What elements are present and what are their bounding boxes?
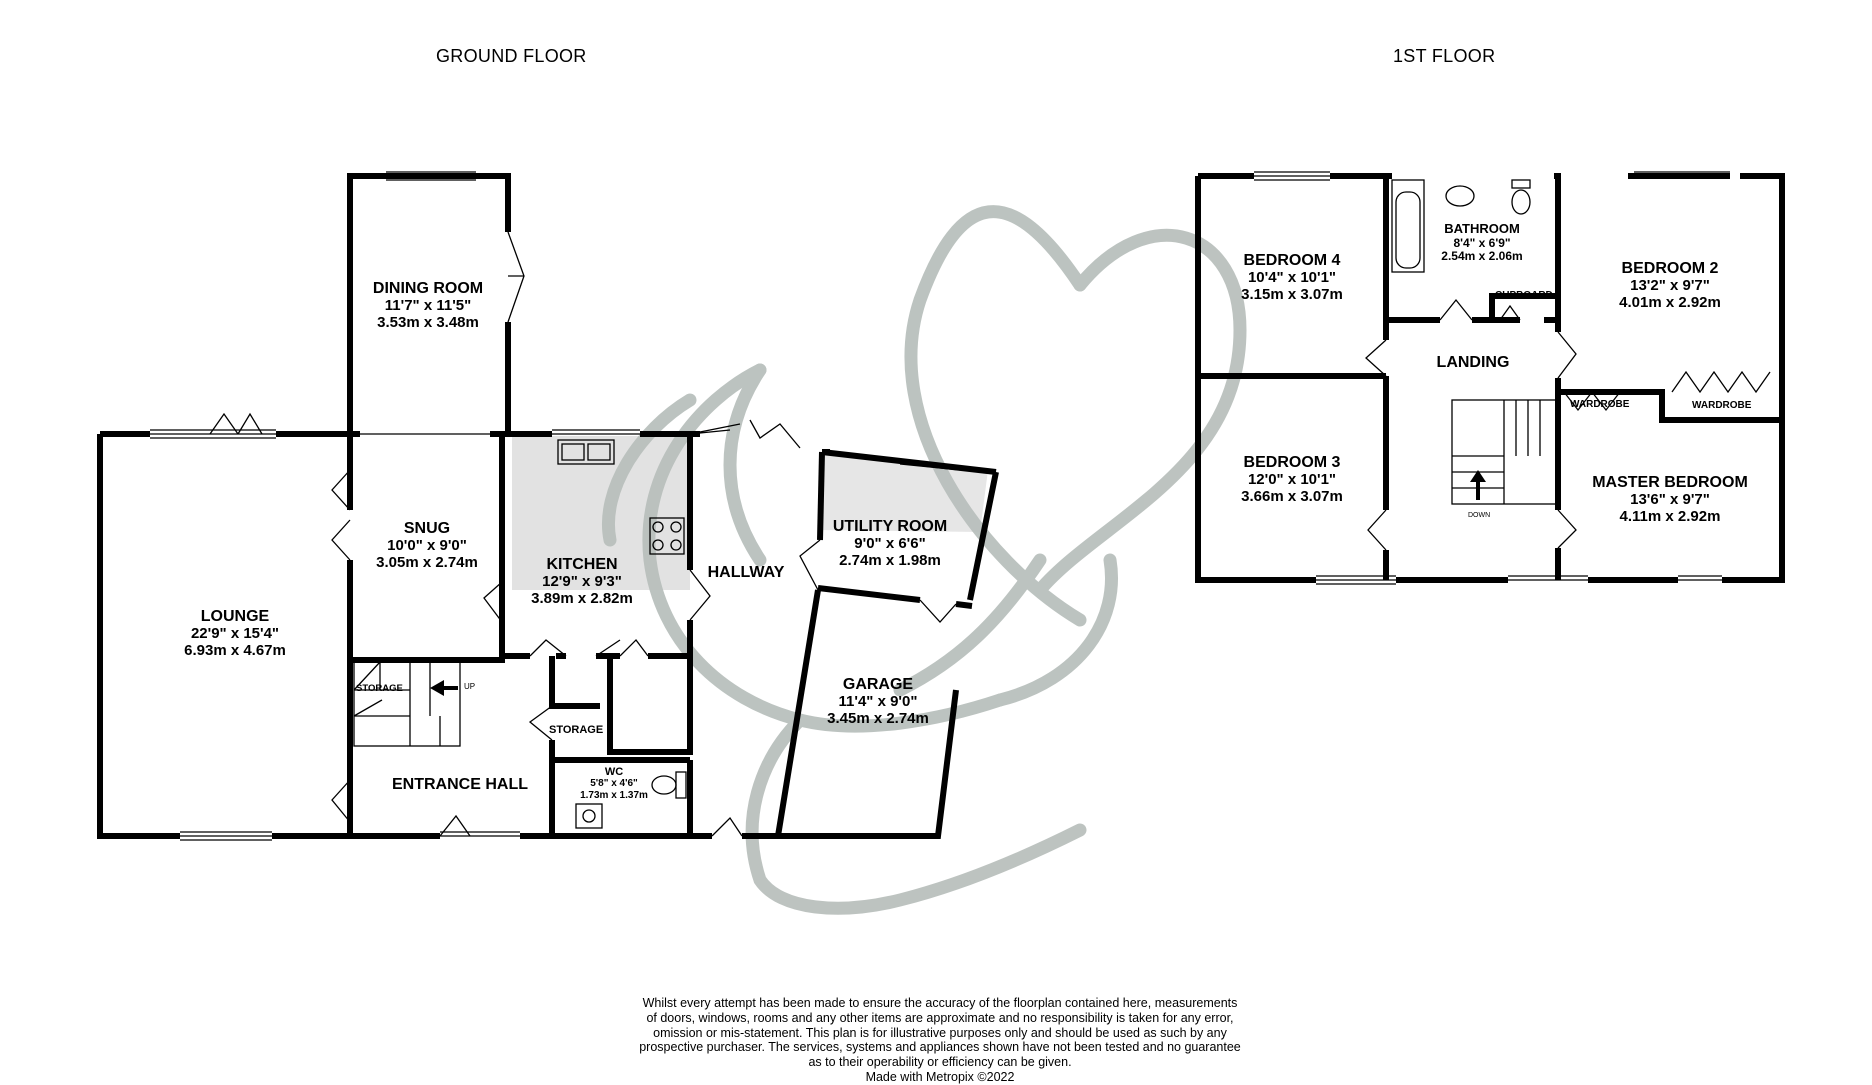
room-name: UTILITY ROOM <box>832 518 948 535</box>
disclaimer-line: as to their operability or efficiency ca… <box>808 1055 1072 1069</box>
room-entrance-hall: ENTRANCE HALL <box>380 776 540 794</box>
room-dim-imperial: 5'8" x 4'6" <box>590 778 638 790</box>
ground-floor-details <box>150 171 961 841</box>
room-garage: GARAGE 11'4" x 9'0" 3.45m x 2.74m <box>808 676 948 728</box>
room-dim-metric: 3.53m x 3.48m <box>377 313 479 331</box>
room-utility-room: UTILITY ROOM 9'0" x 6'6" 2.74m x 1.98m <box>810 518 970 570</box>
room-dining-room: DINING ROOM 11'7" x 11'5" 3.53m x 3.48m <box>358 280 498 332</box>
room-name: LOUNGE <box>200 608 270 625</box>
first-floor-details <box>1254 171 1771 585</box>
room-dim-imperial: 13'6" x 9'7" <box>1630 490 1710 508</box>
label-storage-hall: STORAGE <box>549 724 604 736</box>
room-dim-imperial: 12'0" x 10'1" <box>1247 470 1337 488</box>
disclaimer: Whilst every attempt has been made to en… <box>620 996 1260 1085</box>
room-dim-metric: 3.45m x 2.74m <box>827 709 929 727</box>
room-hallway: HALLWAY <box>700 564 792 582</box>
first-floor-title: 1ST FLOOR <box>1393 46 1496 66</box>
room-dim-imperial: 11'4" x 9'0" <box>838 692 918 710</box>
room-dim-metric: 3.66m x 3.07m <box>1241 487 1343 505</box>
room-landing: LANDING <box>1408 354 1538 372</box>
room-dim-imperial: 10'0" x 9'0" <box>387 536 467 554</box>
watermark-logo <box>602 205 1247 915</box>
room-dim-metric: 1.73m x 1.37m <box>580 789 648 801</box>
disclaimer-line: omission or mis-statement. This plan is … <box>653 1025 1227 1040</box>
room-name: SNUG <box>403 520 451 537</box>
room-dim-metric: 2.74m x 1.98m <box>839 551 941 569</box>
credit-line: Made with Metropix ©2022 <box>865 1069 1015 1084</box>
first-floor-walls <box>1195 173 1785 583</box>
disclaimer-line: of doors, windows, rooms and any other i… <box>646 1010 1234 1025</box>
label-stairs-down: DOWN <box>1468 512 1491 519</box>
room-bathroom: BATHROOM 8'4" x 6'9" 2.54m x 2.06m <box>1424 221 1540 263</box>
room-name: HALLWAY <box>707 564 785 581</box>
room-dim-imperial: 8'4" x 6'9" <box>1453 235 1511 250</box>
disclaimer-line: prospective purchaser. The services, sys… <box>639 1040 1241 1055</box>
room-name: BEDROOM 2 <box>1621 260 1719 277</box>
room-dim-metric: 3.15m x 3.07m <box>1241 285 1343 303</box>
room-dim-metric: 6.93m x 4.67m <box>184 641 286 659</box>
label-wardrobe-right: WARDROBE <box>1692 400 1752 411</box>
room-snug: SNUG 10'0" x 9'0" 3.05m x 2.74m <box>360 520 494 572</box>
room-name: BEDROOM 3 <box>1243 454 1341 471</box>
room-dim-imperial: 10'4" x 10'1" <box>1247 268 1337 286</box>
label-stairs-up: UP <box>464 682 476 691</box>
ground-stair-arrow <box>430 680 458 696</box>
room-name: DINING ROOM <box>372 280 484 297</box>
room-name: LANDING <box>1436 354 1510 371</box>
room-name: GARAGE <box>842 676 914 693</box>
room-name: BEDROOM 4 <box>1243 252 1341 269</box>
room-dim-imperial: 12'9" x 9'3" <box>542 572 622 590</box>
room-dim-metric: 3.05m x 2.74m <box>376 553 478 571</box>
room-master-bedroom: MASTER BEDROOM 13'6" x 9'7" 4.11m x 2.92… <box>1570 474 1770 526</box>
room-dim-imperial: 22'9" x 15'4" <box>190 624 280 642</box>
room-name: ENTRANCE HALL <box>392 776 528 793</box>
room-name: MASTER BEDROOM <box>1592 474 1748 491</box>
room-dim-imperial: 9'0" x 6'6" <box>854 534 926 552</box>
room-name: WC <box>604 766 624 778</box>
room-bedroom-3: BEDROOM 3 12'0" x 10'1" 3.66m x 3.07m <box>1200 454 1384 506</box>
ground-floor-title: GROUND FLOOR <box>436 46 587 66</box>
room-name: KITCHEN <box>546 556 618 573</box>
disclaimer-line: Whilst every attempt has been made to en… <box>642 996 1238 1010</box>
room-kitchen: KITCHEN 12'9" x 9'3" 3.89m x 2.82m <box>510 556 654 608</box>
room-dim-metric: 4.01m x 2.92m <box>1619 293 1721 311</box>
label-storage-under-stairs: STORAGE <box>356 683 403 694</box>
room-dim-metric: 2.54m x 2.06m <box>1441 248 1523 263</box>
room-dim-imperial: 11'7" x 11'5" <box>384 296 472 314</box>
room-lounge: LOUNGE 22'9" x 15'4" 6.93m x 4.67m <box>150 608 320 660</box>
label-wardrobe-left: WARDROBE <box>1570 399 1630 410</box>
room-wc: WC 5'8" x 4'6" 1.73m x 1.37m <box>562 766 666 801</box>
ground-floor-walls <box>97 173 999 839</box>
room-dim-imperial: 13'2" x 9'7" <box>1630 276 1710 294</box>
label-cupboard: CUPBOARD <box>1495 290 1553 301</box>
room-dim-metric: 4.11m x 2.92m <box>1619 507 1721 525</box>
room-bedroom-4: BEDROOM 4 10'4" x 10'1" 3.15m x 3.07m <box>1200 252 1384 304</box>
room-dim-metric: 3.89m x 2.82m <box>531 589 633 607</box>
first-stair-arrow <box>1470 470 1486 500</box>
room-bedroom-2: BEDROOM 2 13'2" x 9'7" 4.01m x 2.92m <box>1580 260 1760 312</box>
room-name: BATHROOM <box>1444 221 1520 236</box>
